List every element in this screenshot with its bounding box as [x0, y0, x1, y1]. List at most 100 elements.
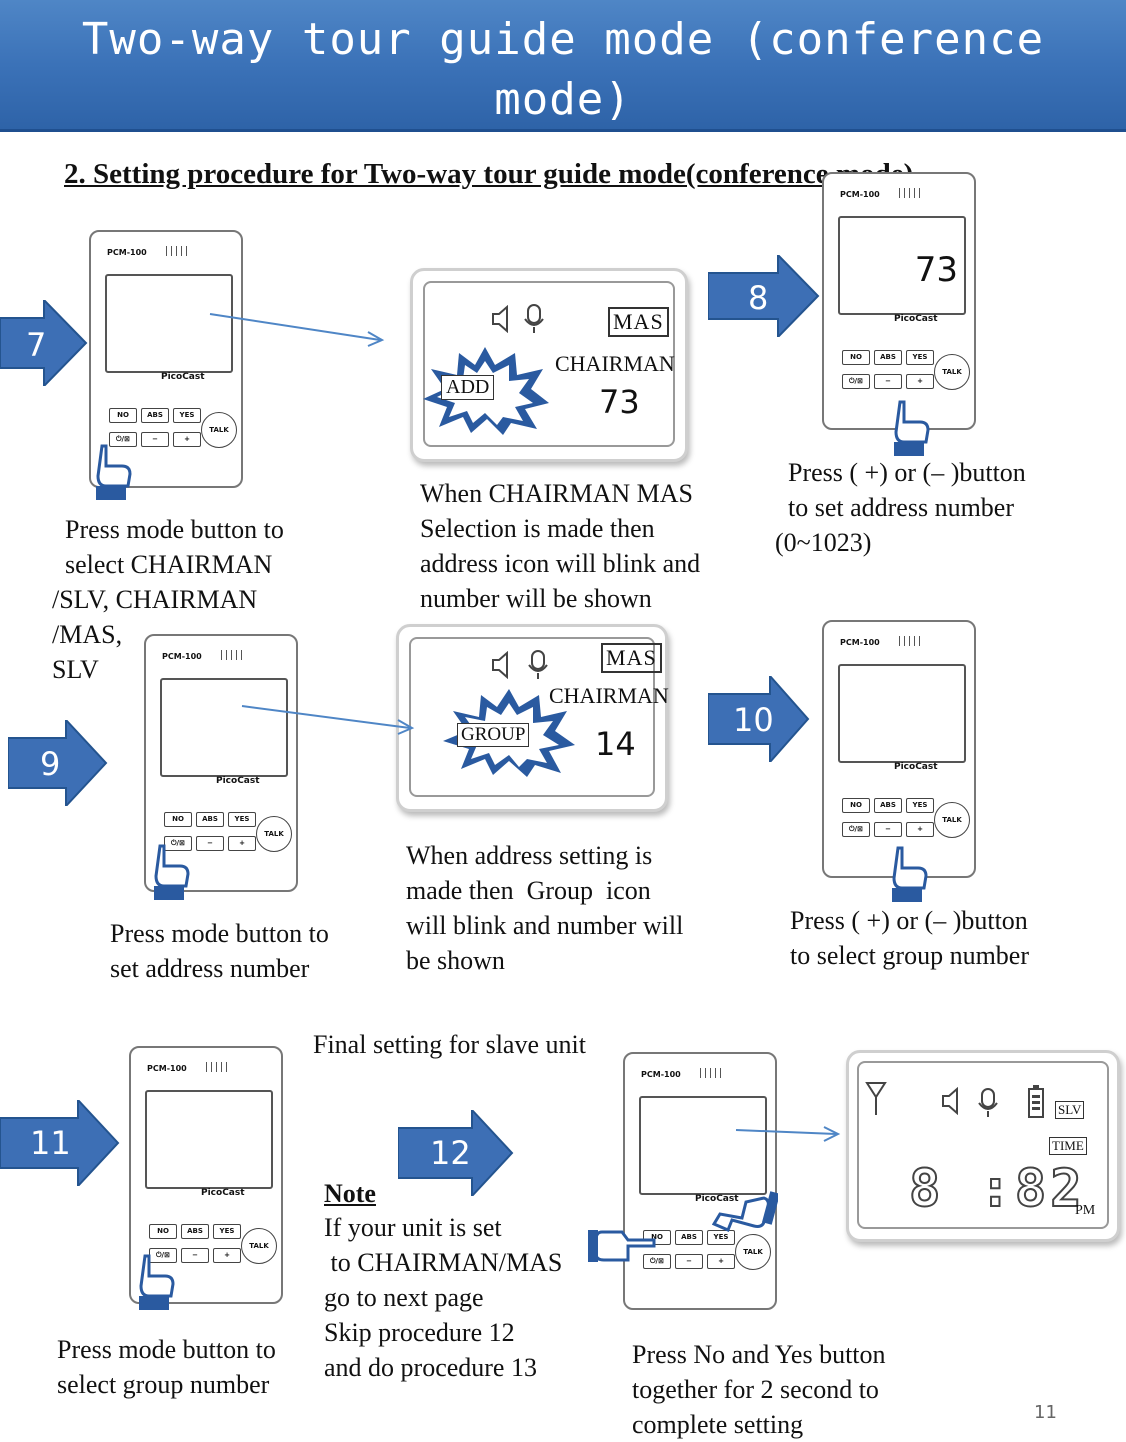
device-screen: [160, 678, 288, 777]
speaker-icon: [942, 1087, 958, 1115]
device-screen: [145, 1090, 273, 1189]
time-indicator: TIME: [1049, 1137, 1087, 1155]
caption-step-9: Press mode button to set address number: [110, 919, 329, 983]
yes-button[interactable]: YES: [228, 812, 256, 827]
plus-button[interactable]: +: [213, 1248, 241, 1263]
device-brand-label: PicoCast: [695, 1194, 739, 1204]
lcd-display-slave: SLV TIME 8 :82 PM: [846, 1050, 1120, 1242]
step-9-arrow: [8, 720, 108, 806]
caption-step-12: Press No and Yes button together for 2 s…: [632, 1340, 886, 1439]
connector-arrow: [241, 705, 415, 735]
mode-button[interactable]: ⏻/⊠: [149, 1248, 177, 1263]
device-brand-label: PicoCast: [894, 314, 938, 324]
yes-button[interactable]: YES: [213, 1224, 241, 1239]
abs-button[interactable]: ABS: [675, 1230, 703, 1245]
step-11-arrow: [0, 1100, 120, 1186]
device-model-label: PCM-100: [162, 652, 202, 661]
yes-button[interactable]: YES: [173, 408, 201, 423]
chairman-indicator: CHAIRMAN: [555, 351, 675, 376]
mode-button[interactable]: ⏻/⊠: [842, 374, 870, 389]
no-button[interactable]: NO: [109, 408, 137, 423]
yes-button[interactable]: YES: [707, 1230, 735, 1245]
pcm100-device: PCM-100 73 PicoCast NO ABS YES ⏻/⊠ − + T…: [822, 172, 976, 430]
step-7-number: 7: [26, 326, 47, 364]
step-12-number: 12: [430, 1134, 471, 1172]
plus-button[interactable]: +: [707, 1254, 735, 1269]
mode-button[interactable]: ⏻/⊠: [842, 822, 870, 837]
abs-button[interactable]: ABS: [874, 350, 902, 365]
add-indicator: ADD: [441, 375, 495, 400]
device-screen: [105, 274, 233, 373]
caption-step-9-result: When address setting is made then Group …: [406, 841, 684, 975]
yes-button[interactable]: YES: [906, 350, 934, 365]
speaker-grill: [166, 246, 188, 256]
pcm100-device: PCM-100 PicoCast NO ABS YES ⏻/⊠ − + TALK: [144, 634, 298, 892]
step-11-number: 11: [30, 1124, 71, 1162]
abs-button[interactable]: ABS: [196, 812, 224, 827]
lcd-display-group: MAS CHAIRMAN GROUP 14: [396, 624, 669, 812]
device-brand-label: PicoCast: [894, 762, 938, 772]
caption-step-7: Press mode button to select CHAIRMAN /SL…: [52, 515, 284, 684]
minus-button[interactable]: −: [675, 1254, 703, 1269]
lcd-number: 73: [599, 383, 640, 421]
battery-icon: [1028, 1085, 1044, 1118]
pointing-hand-icon: [154, 844, 190, 900]
device-brand-label: PicoCast: [161, 372, 205, 382]
yes-button[interactable]: YES: [906, 798, 934, 813]
speaker-grill: [206, 1062, 228, 1072]
minus-button[interactable]: −: [874, 822, 902, 837]
abs-button[interactable]: ABS: [141, 408, 169, 423]
no-button[interactable]: NO: [164, 812, 192, 827]
abs-button[interactable]: ABS: [874, 798, 902, 813]
device-model-label: PCM-100: [641, 1070, 681, 1079]
mas-indicator: MAS: [608, 307, 669, 337]
device-screen: [838, 664, 966, 763]
caption-step-11: Press mode button to select group number: [57, 1335, 276, 1399]
no-button[interactable]: NO: [842, 798, 870, 813]
caption-step-7-result: When CHAIRMAN MAS Selection is made then…: [420, 479, 701, 613]
talk-button[interactable]: TALK: [201, 412, 237, 448]
mode-button[interactable]: ⏻/⊠: [643, 1254, 671, 1269]
caption-step-8: Press ( +) or (– )button to set address …: [775, 458, 1026, 557]
step-10-number: 10: [733, 701, 774, 739]
minus-button[interactable]: −: [874, 374, 902, 389]
microphone-icon: [528, 650, 548, 679]
step-10-arrow: [708, 676, 810, 762]
device-model-label: PCM-100: [840, 190, 880, 199]
abs-button[interactable]: ABS: [181, 1224, 209, 1239]
plus-button[interactable]: +: [173, 432, 201, 447]
address-number: 73: [914, 250, 958, 290]
lcd-display-add: MAS CHAIRMAN ADD 73: [410, 268, 688, 462]
talk-button[interactable]: TALK: [241, 1228, 277, 1264]
minus-button[interactable]: −: [141, 432, 169, 447]
minus-button[interactable]: −: [196, 836, 224, 851]
plus-button[interactable]: +: [906, 374, 934, 389]
mode-button[interactable]: ⏻/⊠: [164, 836, 192, 851]
minus-button[interactable]: −: [181, 1248, 209, 1263]
pcm100-device: PCM-100 PicoCast NO ABS YES ⏻/⊠ − + TALK: [822, 620, 976, 878]
device-model-label: PCM-100: [107, 248, 147, 257]
speaker-grill: [899, 188, 921, 198]
step-12-arrow: [398, 1110, 514, 1196]
speaker-icon: [492, 651, 508, 679]
clock-display: 8 :82: [908, 1158, 1086, 1220]
microphone-icon: [978, 1088, 998, 1117]
plus-button[interactable]: +: [228, 836, 256, 851]
final-setting-title: Final setting for slave unit: [313, 1030, 586, 1059]
talk-button[interactable]: TALK: [934, 354, 970, 390]
talk-button[interactable]: TALK: [256, 816, 292, 852]
no-button[interactable]: NO: [842, 350, 870, 365]
speaker-grill: [221, 650, 243, 660]
talk-button[interactable]: TALK: [934, 802, 970, 838]
device-model-label: PCM-100: [840, 638, 880, 647]
pointing-hand-icon: [139, 1254, 175, 1310]
mas-indicator: MAS: [601, 643, 662, 673]
plus-button[interactable]: +: [906, 822, 934, 837]
pointing-hand-icon: [894, 400, 930, 456]
banner-title-line2: mode): [494, 74, 632, 125]
step-9-number: 9: [40, 745, 61, 783]
pointing-hand-right-icon: [588, 1230, 656, 1262]
mode-button[interactable]: ⏻/⊠: [109, 432, 137, 447]
no-button[interactable]: NO: [149, 1224, 177, 1239]
talk-button[interactable]: TALK: [735, 1234, 771, 1270]
